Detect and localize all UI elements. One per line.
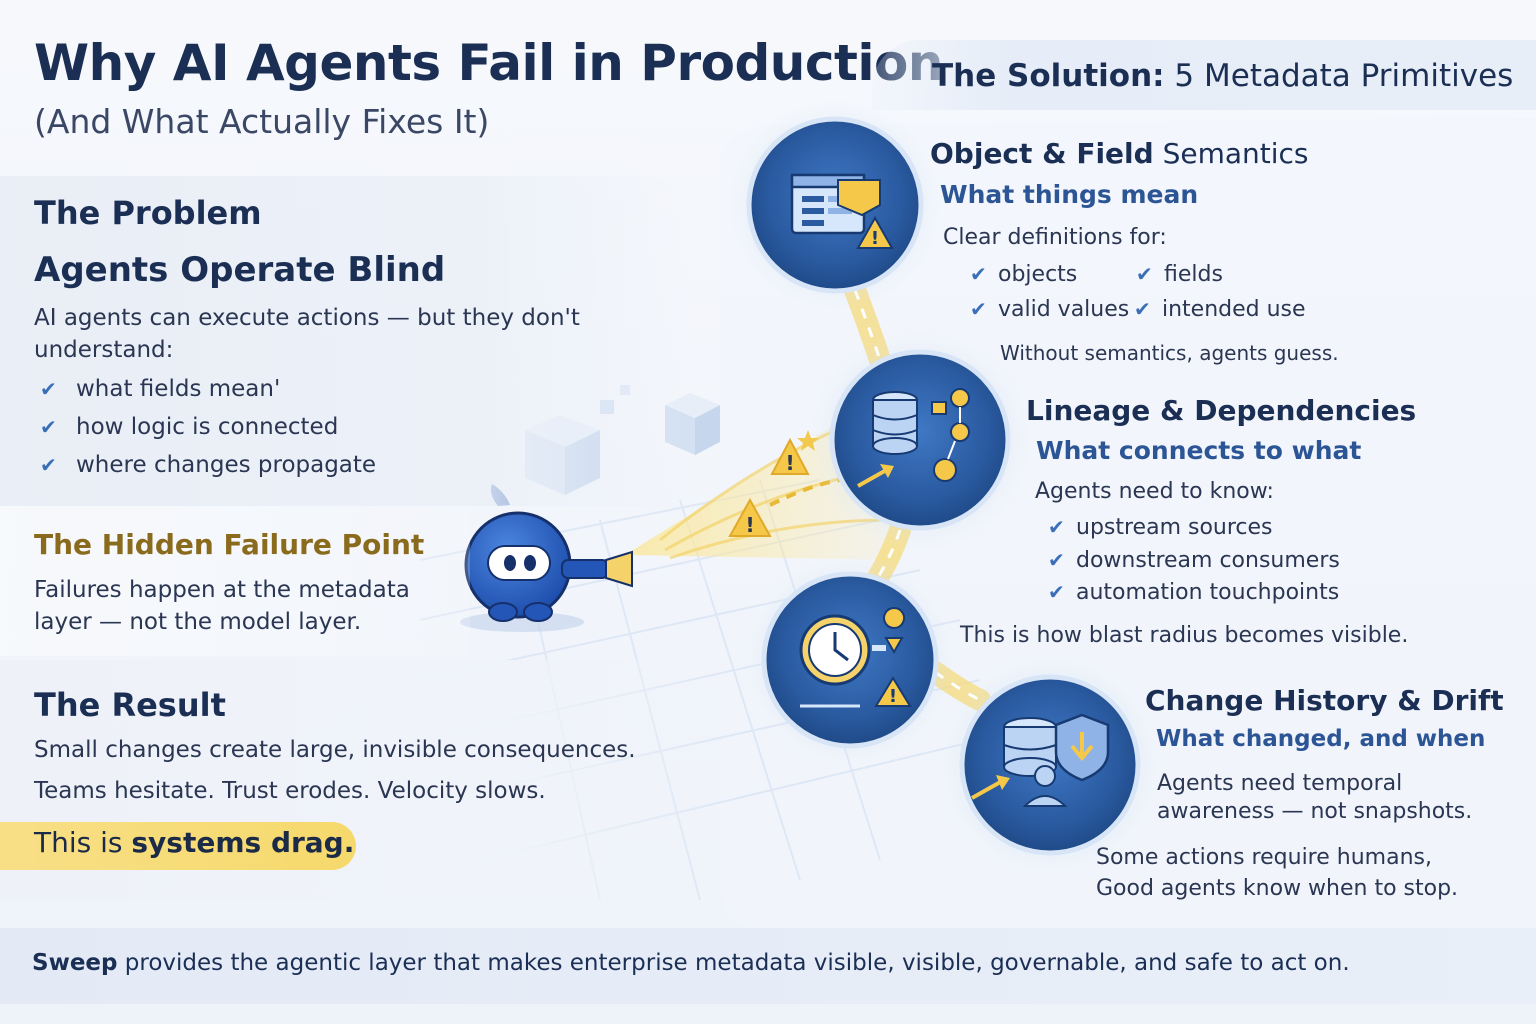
check-icon: ✔	[1136, 262, 1153, 286]
solution-label-bold: The Solution:	[932, 58, 1165, 94]
primitive-intro: Agents need to know:	[1035, 479, 1274, 504]
database-shield-user-icon	[940, 655, 1160, 875]
list-item: ✔ downstream consumers	[1048, 548, 1340, 573]
check-icon: ✔	[1048, 548, 1065, 572]
svg-text:!: !	[871, 228, 879, 249]
list-item-label: automation touchpoints	[1076, 580, 1340, 605]
footer-body: provides the agentic layer that makes en…	[117, 950, 1350, 976]
footer-text: Sweep provides the agentic layer that ma…	[32, 950, 1350, 976]
check-icon: ✔	[1048, 580, 1065, 604]
hidden-failure-heading: The Hidden Failure Point	[34, 528, 425, 561]
list-item-label: intended use	[1162, 297, 1306, 322]
problem-list: ✔ what fields mean' ✔ how logic is connect…	[40, 370, 376, 484]
page-subtitle: (And What Actually Fixes It)	[34, 102, 490, 141]
primitive-title: Object & Field Semantics	[930, 137, 1309, 170]
problem-intro: AI agents can execute actions — but they…	[34, 302, 634, 366]
list-item-label: where changes propagate	[76, 452, 377, 478]
result-line1: Small changes create large, invisible co…	[34, 737, 636, 763]
list-item: ✔ automation touchpoints	[1048, 580, 1339, 605]
primitive-subtitle: What connects to what	[1036, 436, 1362, 465]
primitive-line2: awareness — not snapshots.	[1157, 799, 1473, 824]
svg-text:!: !	[785, 451, 794, 475]
list-item-label: upstream sources	[1076, 515, 1273, 540]
footer-bar	[0, 928, 1536, 1004]
primitive-note-line1: Some actions require humans,	[1096, 845, 1432, 870]
check-icon: ✔	[970, 262, 987, 286]
warning-icon: !	[728, 497, 772, 537]
problem-panel	[0, 176, 688, 506]
list-item: ✔ valid values	[970, 297, 1129, 322]
list-item: ✔ how logic is connected	[40, 408, 376, 446]
list-item-label: fields	[1164, 262, 1223, 287]
list-item: ✔ fields	[1136, 262, 1223, 287]
primitive-note: Without semantics, agents guess.	[1000, 341, 1339, 365]
list-item: ✔ what fields mean'	[40, 370, 376, 408]
list-item: ✔ intended use	[1134, 297, 1306, 322]
solution-heading: The Solution: 5 Metadata Primitives	[932, 58, 1513, 94]
svg-text:!: !	[745, 513, 754, 537]
primitive-title-bold: Object & Field	[930, 137, 1154, 170]
primitive-line1: Agents need temporal	[1157, 771, 1403, 796]
problem-subheading: Agents Operate Blind	[34, 250, 446, 290]
page-title: Why AI Agents Fail in Production	[34, 34, 943, 92]
result-heading: The Result	[34, 686, 226, 724]
check-icon: ✔	[40, 453, 57, 477]
problem-heading: The Problem	[34, 194, 262, 232]
check-icon: ✔	[40, 415, 57, 439]
list-item: ✔ objects	[970, 262, 1077, 287]
result-line2: Teams hesitate. Trust erodes. Velocity s…	[34, 778, 546, 804]
list-item-label: how logic is connected	[76, 414, 339, 440]
primitive-subtitle: What things mean	[940, 180, 1199, 209]
primitive-subtitle: What changed, and when	[1156, 726, 1486, 752]
clock-location-warning-icon: !	[745, 555, 955, 765]
primitive-intro: Clear definitions for:	[943, 225, 1167, 250]
highlight-pill	[0, 822, 356, 870]
primitive-title: Lineage & Dependencies	[1026, 394, 1417, 427]
highlight-text: This is systems drag.	[34, 826, 354, 859]
check-icon: ✔	[1134, 297, 1151, 321]
warning-icon: !	[770, 437, 810, 475]
solution-label-rest: 5 Metadata Primitives	[1164, 58, 1514, 94]
problem-intro-line1: AI agents can execute actions — but they…	[34, 305, 580, 331]
list-item-label: what fields mean'	[76, 376, 281, 402]
list-item-label: valid values	[998, 297, 1130, 322]
robot-mascot	[460, 484, 633, 632]
list-item: ✔ where changes propagate	[40, 446, 376, 484]
hidden-failure-panel	[0, 506, 470, 656]
database-flow-icon	[810, 330, 1030, 550]
list-item-label: downstream consumers	[1076, 548, 1340, 573]
primitive-title: Change History & Drift	[1145, 684, 1504, 717]
hidden-failure-text: Failures happen at the metadata layer — …	[34, 574, 454, 638]
highlight-bold: systems drag.	[131, 826, 355, 859]
check-icon: ✔	[970, 297, 987, 321]
problem-intro-line2: understand:	[34, 337, 174, 363]
check-icon: ✔	[1048, 515, 1065, 539]
svg-text:!: !	[889, 686, 897, 707]
list-item: ✔ upstream sources	[1048, 515, 1273, 540]
highlight-prefix: This is	[34, 826, 132, 859]
primitive-note-line2: Good agents know when to stop.	[1096, 876, 1459, 901]
solution-banner	[872, 40, 1536, 110]
check-icon: ✔	[40, 377, 57, 401]
primitive-title-rest: Semantics	[1153, 137, 1309, 170]
folder-document-warning-icon: !	[730, 100, 940, 310]
footer-brand: Sweep	[32, 950, 118, 976]
list-item-label: objects	[998, 262, 1078, 287]
primitive-note: This is how blast radius becomes visible…	[960, 623, 1409, 648]
hidden-failure-line1: Failures happen at the metadata	[34, 577, 410, 603]
hidden-failure-line2: layer — not the model layer.	[34, 609, 362, 635]
